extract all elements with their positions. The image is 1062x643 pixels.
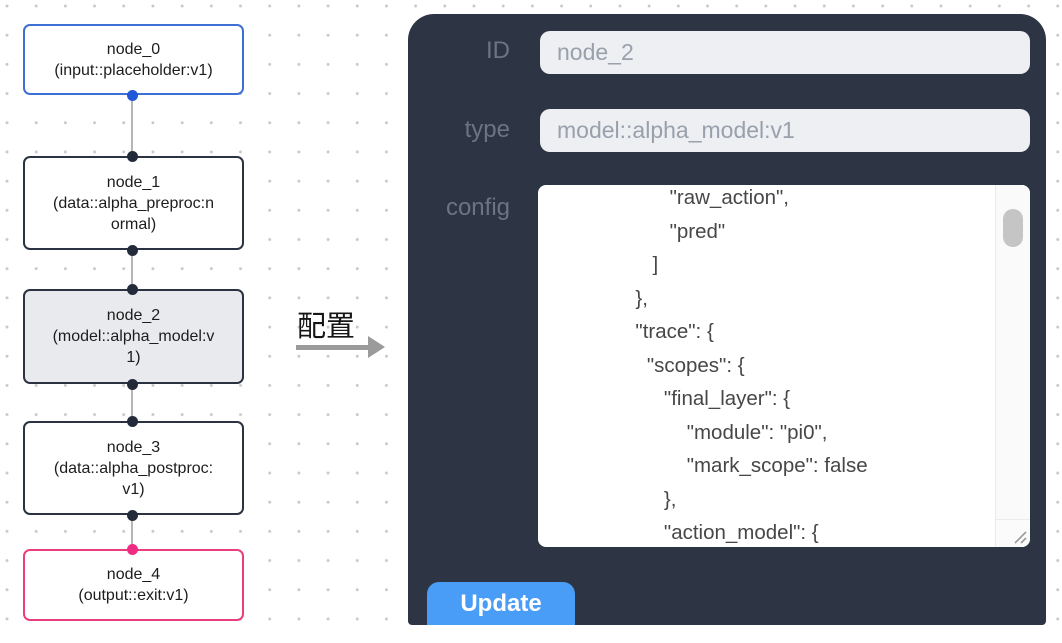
port-node_1-input[interactable] xyxy=(127,150,138,162)
port-node_0-output[interactable] xyxy=(127,89,138,101)
config-annotation-label: 配置 xyxy=(297,311,356,343)
node-subtitle: (data::alpha_postproc:v1) xyxy=(53,459,214,498)
node-subtitle: (data::alpha_preproc:normal) xyxy=(53,194,214,233)
edge-node_2-node_3[interactable] xyxy=(131,384,133,421)
id-input[interactable] xyxy=(540,31,1030,74)
node-title: node_4 xyxy=(106,566,161,583)
node-subtitle: (model::alpha_model:v1) xyxy=(52,328,215,366)
config-textarea[interactable]: "raw_action", "pred" ] }, "trace": { "sc… xyxy=(538,185,1030,547)
port-node_4-input[interactable] xyxy=(127,543,138,555)
arrow-right-icon xyxy=(296,336,385,358)
port-node_1-output[interactable] xyxy=(127,244,138,256)
port-node_3-input[interactable] xyxy=(127,415,138,427)
config-json-text: "raw_action", "pred" ] }, "trace": { "sc… xyxy=(635,186,868,544)
edge-node_3-node_4[interactable] xyxy=(131,515,133,549)
type-input[interactable] xyxy=(540,109,1030,152)
node-subtitle: (input::placeholder:v1) xyxy=(54,61,213,79)
port-node_2-input[interactable] xyxy=(127,283,138,295)
id-label: ID xyxy=(486,37,510,64)
node-node_2-selected[interactable]: node_2 (model::alpha_model:v1) xyxy=(23,289,244,384)
node-node_3[interactable]: node_3 (data::alpha_postproc:v1) xyxy=(23,421,244,515)
type-label: type xyxy=(464,116,510,143)
edge-node_0-node_1[interactable] xyxy=(131,95,133,156)
resize-handle-icon xyxy=(1014,531,1027,544)
config-label: config xyxy=(445,194,510,221)
edge-node_1-node_2[interactable] xyxy=(131,250,133,289)
node-title: node_2 xyxy=(106,307,161,324)
config-panel: ID type config "raw_action", "pred" ] },… xyxy=(408,14,1046,625)
node-subtitle: (output::exit:v1) xyxy=(78,587,189,604)
node-title: node_1 xyxy=(106,173,161,191)
update-button[interactable]: Update xyxy=(427,582,575,625)
scrollbar-thumb[interactable] xyxy=(1003,209,1023,247)
node-node_1[interactable]: node_1 (data::alpha_preproc:normal) xyxy=(23,156,244,250)
node-node_0[interactable]: node_0 (input::placeholder:v1) xyxy=(23,24,244,95)
port-node_2-output[interactable] xyxy=(127,378,138,390)
resize-corner[interactable] xyxy=(995,519,1030,547)
port-node_3-output[interactable] xyxy=(127,509,138,521)
node-title: node_3 xyxy=(106,438,161,456)
node-title: node_0 xyxy=(106,40,161,58)
node-node_4[interactable]: node_4 (output::exit:v1) xyxy=(23,549,244,621)
config-scrollbar[interactable] xyxy=(995,185,1030,519)
